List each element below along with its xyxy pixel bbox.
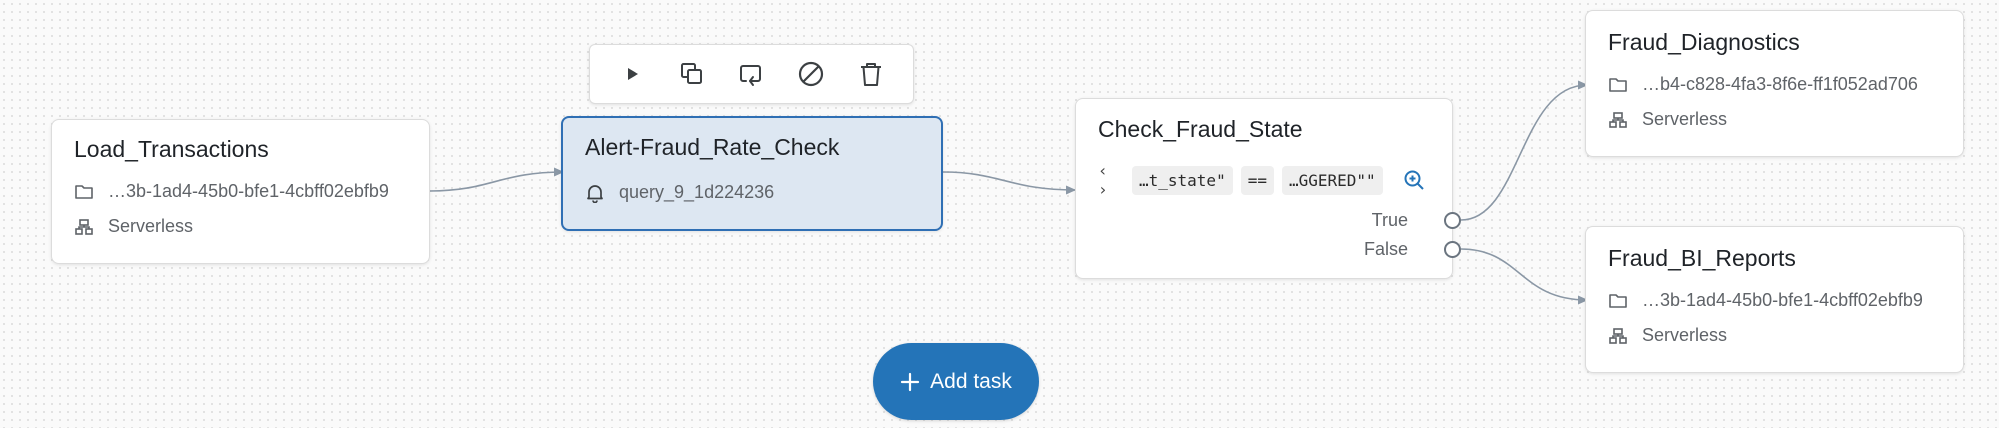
folder-icon [75,184,93,199]
run-icon [627,68,638,80]
sitemap-icon [1609,111,1627,128]
condition-left-operand: …t_state" [1132,165,1233,195]
false-branch-label: False [1363,239,1408,259]
false-output-port[interactable] [1444,241,1461,258]
condition-right-operand: …GGERED"" [1281,165,1383,195]
task-card-alert-fraud-rate-check[interactable]: Alert-Fraud_Rate_Check query_9_1d224236 [561,116,943,231]
edge-load-to-alert [429,167,565,192]
folder-icon [1609,293,1627,308]
add-task-label: Add task [930,369,1012,393]
edge-alert-to-check [942,171,1077,195]
task-path: …3b-1ad4-45b0-bfe1-4cbff02ebfb9 [108,181,389,201]
task-path-row: …3b-1ad4-45b0-bfe1-4cbff02ebfb9 [74,181,389,202]
run-button[interactable] [612,54,652,94]
true-branch-label: True [1371,210,1408,230]
edge-true-to-diagnostics [1460,80,1589,221]
task-compute: Serverless [108,216,194,236]
task-compute-row: Serverless [1608,325,1727,346]
plus-icon [901,372,920,391]
task-query-row: query_9_1d224236 [585,182,774,203]
task-card-fraud-diagnostics[interactable]: Fraud_Diagnostics …b4-c828-4fa3-8f6e-ff1… [1585,10,1964,157]
sitemap-icon [1609,327,1627,344]
task-title: Check_Fraud_State [1098,116,1303,142]
disable-icon [799,61,824,87]
true-output-port[interactable] [1444,212,1461,229]
bell-icon [587,184,603,203]
task-title: Fraud_Diagnostics [1608,29,1800,55]
sitemap-icon [75,218,93,235]
delete-button[interactable] [851,54,891,94]
condition-operator: == [1240,165,1274,195]
task-path-row: …b4-c828-4fa3-8f6e-ff1f052ad706 [1608,74,1918,95]
duplicate-button[interactable] [672,54,712,94]
task-compute: Serverless [1642,325,1728,345]
code-icon: ‹ › [1098,161,1108,199]
delete-icon [861,63,882,86]
loop-button[interactable] [731,54,771,94]
add-task-button[interactable]: Add task [873,343,1039,420]
task-path-row: …3b-1ad4-45b0-bfe1-4cbff02ebfb9 [1608,290,1923,311]
task-compute: Serverless [1642,109,1728,129]
node-toolbar [589,44,914,104]
zoom-in-icon[interactable] [1403,169,1425,191]
edge-false-to-bireports [1460,248,1589,305]
task-compute-row: Serverless [1608,109,1727,130]
task-title: Fraud_BI_Reports [1608,245,1796,271]
task-card-fraud-bi-reports[interactable]: Fraud_BI_Reports …3b-1ad4-45b0-bfe1-4cbf… [1585,226,1964,373]
task-compute-row: Serverless [74,216,193,237]
task-title: Alert-Fraud_Rate_Check [585,134,840,160]
task-path: …b4-c828-4fa3-8f6e-ff1f052ad706 [1642,74,1918,94]
disable-button[interactable] [791,54,831,94]
folder-icon [1609,77,1627,92]
task-query: query_9_1d224236 [619,182,775,202]
loop-icon [740,65,762,86]
task-path: …3b-1ad4-45b0-bfe1-4cbff02ebfb9 [1642,290,1923,310]
task-card-check-fraud-state[interactable]: Check_Fraud_State ‹ › …t_state" == …GGER… [1075,98,1461,279]
duplicate-icon [680,63,702,84]
task-title: Load_Transactions [74,136,269,162]
task-card-load-transactions[interactable]: Load_Transactions …3b-1ad4-45b0-bfe1-4cb… [51,119,430,264]
condition-expression: ‹ › …t_state" == …GGERED"" [1098,161,1425,199]
